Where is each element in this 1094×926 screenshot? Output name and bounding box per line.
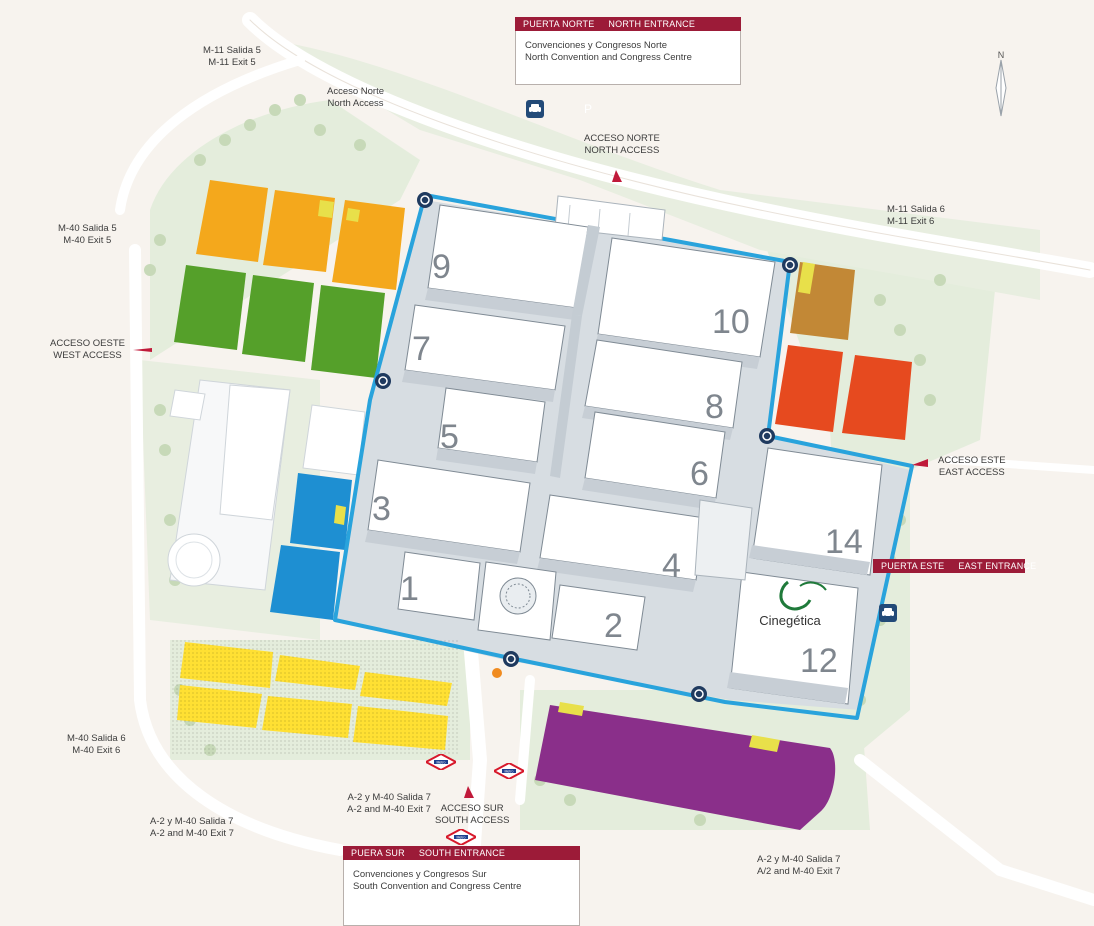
- east-banner-en: EAST ENTRANCE: [958, 561, 1037, 571]
- hall-7: 7: [402, 304, 566, 402]
- exhibition-halls: 9 10 7 8 5 6 3: [365, 204, 883, 705]
- parking-orange: [196, 180, 405, 290]
- parking-letter: P: [584, 102, 592, 116]
- parking-green: [174, 265, 385, 378]
- info-marker: [492, 668, 502, 678]
- compass-icon: N: [995, 50, 1007, 117]
- svg-text:8: 8: [705, 388, 724, 426]
- access-flag-icon: [912, 459, 928, 467]
- svg-text:7: 7: [412, 330, 431, 368]
- roundabout-icon: [782, 257, 798, 273]
- access-flag-icon: [133, 348, 152, 352]
- south-centre-es: Convenciones y Congresos Sur: [353, 869, 487, 880]
- central-rotunda: [477, 561, 557, 641]
- north-banner-es: PUERTA NORTE: [523, 19, 595, 29]
- roundabout-icon: [503, 651, 519, 667]
- svg-text:5: 5: [440, 418, 459, 456]
- cinegetica-logo: Cinegética: [759, 580, 827, 628]
- parking-yellow: [170, 640, 460, 755]
- metro-icon: Metro: [494, 763, 524, 779]
- roundabout-icon: [759, 428, 775, 444]
- access-flag-icon: [464, 786, 474, 798]
- metro-icon: Metro: [446, 829, 476, 845]
- hall-4: 4: [537, 494, 706, 592]
- svg-text:10: 10: [712, 303, 750, 341]
- svg-text:14: 14: [825, 523, 863, 561]
- svg-text:6: 6: [690, 455, 709, 493]
- parking-brown: [790, 262, 855, 340]
- south-entrance-box: PUERA SUR SOUTH ENTRANCE Convenciones y C…: [343, 846, 580, 926]
- access-flags: [133, 170, 928, 798]
- svg-text:12: 12: [800, 642, 838, 680]
- hall-1: 1: [397, 551, 481, 621]
- parking-lots: [170, 180, 912, 830]
- hall-2: 2: [551, 584, 646, 651]
- access-flag-icon: [612, 170, 622, 182]
- parking-purple: [535, 702, 836, 830]
- roundabout-icons: [375, 192, 798, 702]
- svg-text:Metro: Metro: [505, 770, 514, 774]
- north-centre-es: Convenciones y Congresos Norte: [525, 40, 668, 51]
- north-entrance-banner: PUERTA NORTE NORTH ENTRANCE: [515, 17, 741, 31]
- svg-text:1: 1: [400, 570, 419, 608]
- roads: [115, 12, 1094, 907]
- south-centre-en: South Convention and Congress Centre: [353, 881, 522, 892]
- south-banner-es: PUERA SUR: [351, 848, 405, 858]
- north-banner-en: NORTH ENTRANCE: [608, 19, 696, 29]
- svg-text:3: 3: [372, 490, 391, 528]
- ring-road: [333, 193, 914, 720]
- parking-blue: [270, 473, 352, 620]
- roundabout-icon: [417, 192, 433, 208]
- north-centre-en: North Convention and Congress Centre: [525, 52, 692, 63]
- hall-5: 5: [436, 387, 546, 474]
- svg-text:9: 9: [432, 248, 451, 286]
- svg-text:Metro: Metro: [437, 761, 446, 765]
- roundabout-icon: [691, 686, 707, 702]
- east-entrance-banner: PUERTA ESTE EAST ENTRANCE: [873, 559, 1036, 573]
- hall-3: 3: [365, 459, 531, 564]
- svg-text:Metro: Metro: [457, 836, 466, 840]
- svg-text:4: 4: [662, 547, 681, 585]
- roundabout-icon: [375, 373, 391, 389]
- parking-car-icon: [879, 604, 897, 622]
- parking-car-icon: [526, 100, 544, 118]
- hall-6: 6: [582, 411, 726, 510]
- north-entrance-box: PUERTA NORTE NORTH ENTRANCE Convenciones …: [515, 17, 741, 85]
- east-banner-es: PUERTA ESTE: [881, 561, 945, 571]
- svg-text:Cinegética: Cinegética: [759, 613, 821, 628]
- parking-red: [775, 345, 912, 440]
- metro-icon: Metro: [426, 754, 456, 770]
- hall-12: 12: [727, 571, 859, 705]
- south-banner-en: SOUTH ENTRANCE: [418, 848, 506, 858]
- south-entrance-banner: PUERA SUR SOUTH ENTRANCE: [343, 846, 580, 860]
- svg-text:N: N: [998, 50, 1005, 60]
- svg-text:2: 2: [604, 607, 623, 645]
- hall-14: 14: [749, 447, 883, 576]
